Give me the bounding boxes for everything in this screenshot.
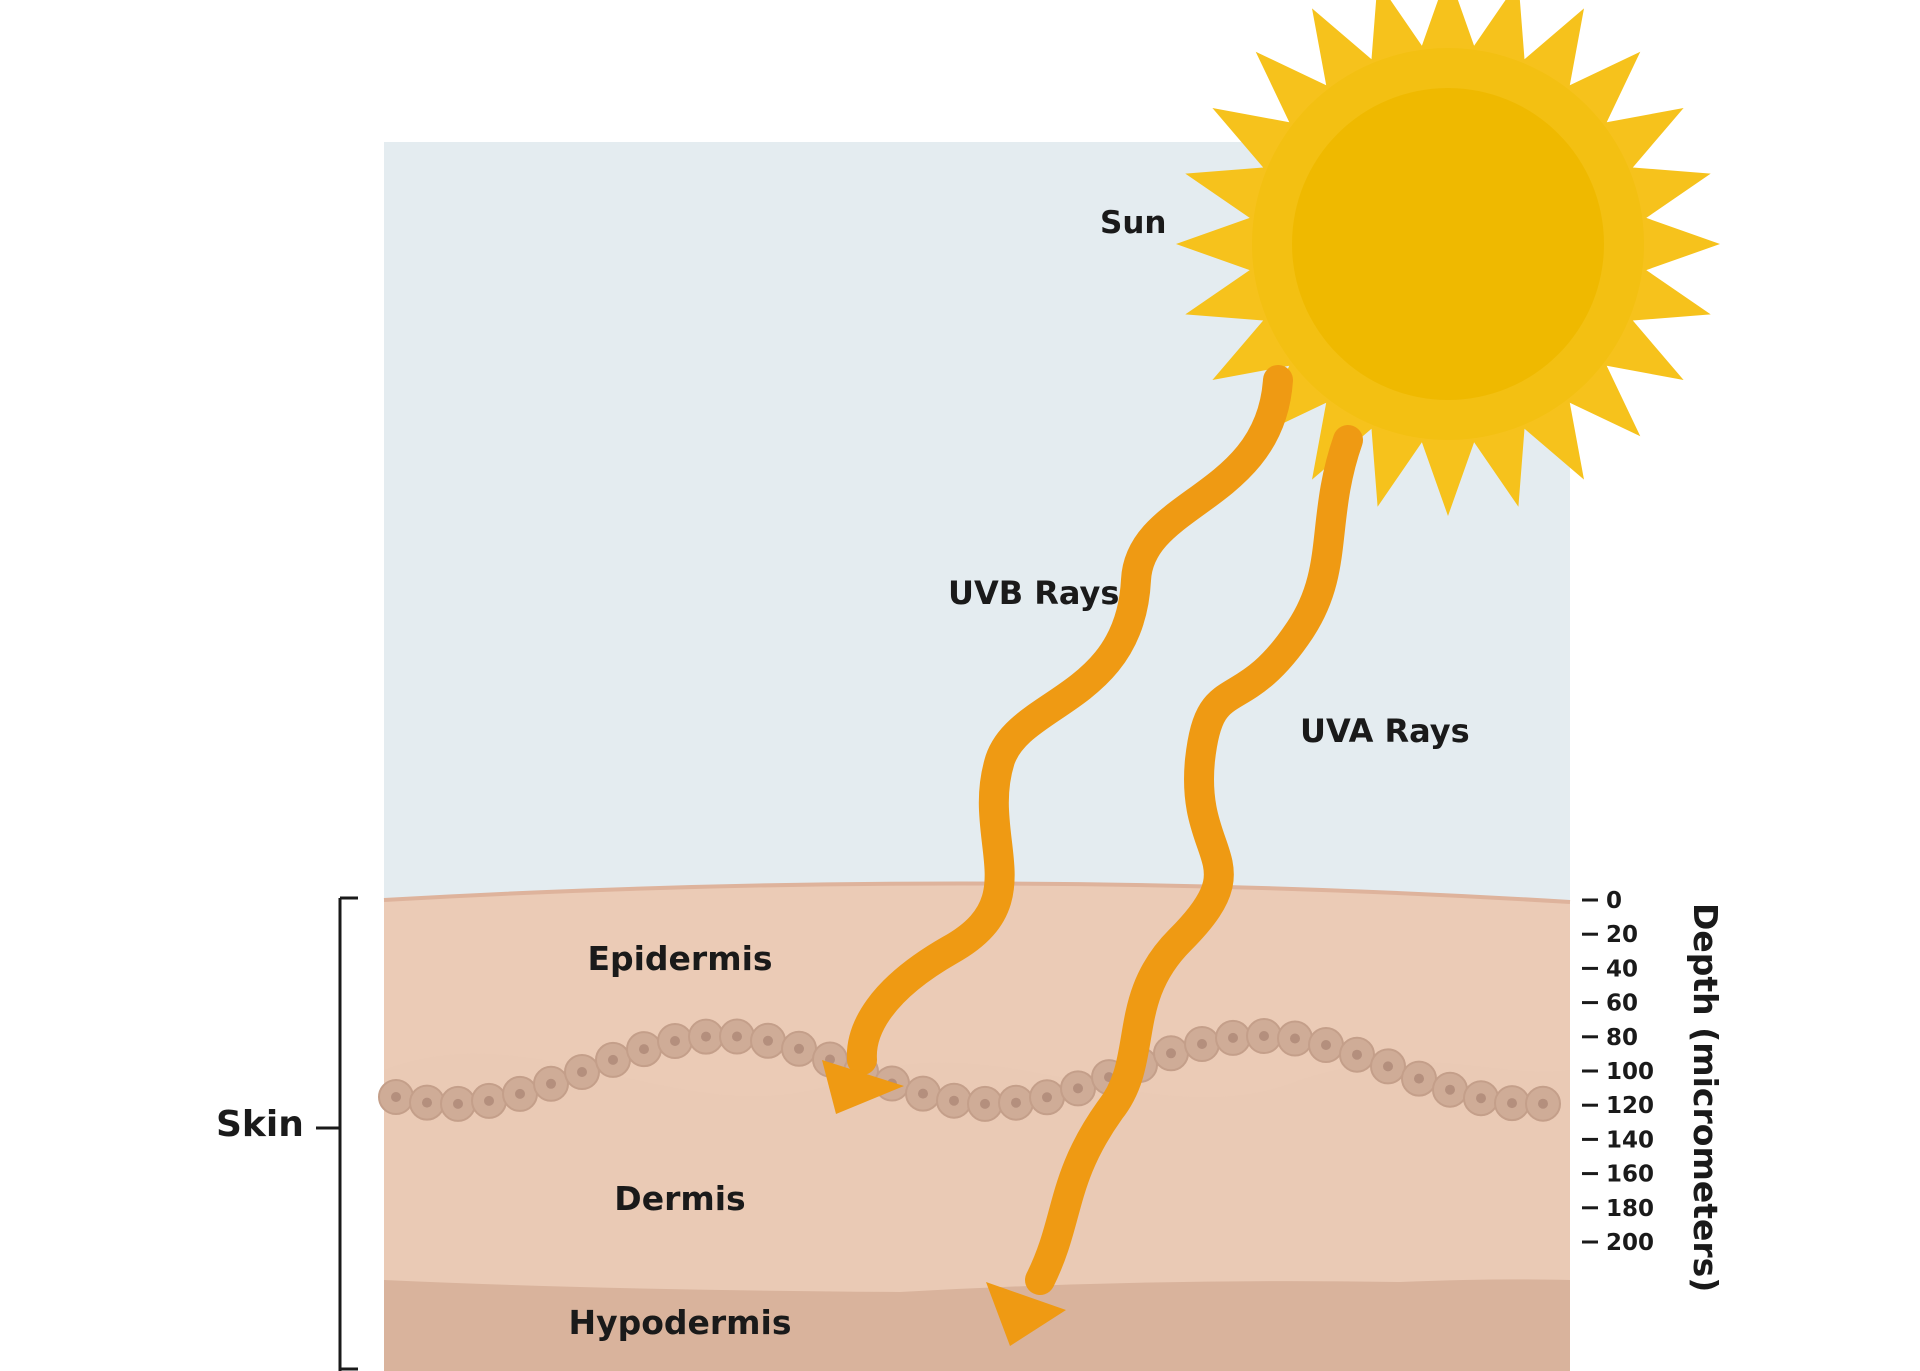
cell-nucleus bbox=[639, 1044, 649, 1055]
cell-nucleus bbox=[949, 1095, 959, 1106]
cell-nucleus bbox=[1321, 1040, 1331, 1050]
cell-nucleus bbox=[422, 1097, 432, 1108]
cell-nucleus bbox=[1414, 1073, 1424, 1084]
depth-tick-label: 160 bbox=[1606, 1162, 1654, 1188]
cell-nucleus bbox=[670, 1036, 680, 1046]
depth-tick-label: 80 bbox=[1606, 1025, 1638, 1051]
hypodermis-label: Hypodermis bbox=[568, 1303, 791, 1342]
depth-scale: 0 20 40 60 80 100 120 140 160 180 200 bbox=[1582, 888, 1654, 1256]
sun-icon bbox=[1176, 0, 1720, 516]
depth-tick-label: 140 bbox=[1606, 1127, 1654, 1153]
cell-nucleus bbox=[918, 1088, 928, 1099]
depth-tick-label: 40 bbox=[1606, 956, 1638, 982]
sun-label: Sun bbox=[1100, 205, 1166, 241]
skin-bracket bbox=[316, 896, 358, 1371]
dermis-layer bbox=[384, 1053, 1570, 1300]
cell-nucleus bbox=[732, 1031, 742, 1042]
cell-nucleus bbox=[1383, 1061, 1393, 1072]
cell-nucleus bbox=[453, 1098, 463, 1109]
dermis-label: Dermis bbox=[614, 1179, 745, 1218]
uva-ray-arrow bbox=[986, 425, 1363, 1346]
cell-nucleus bbox=[484, 1095, 494, 1106]
cell-nucleus bbox=[1476, 1093, 1486, 1104]
cell-nucleus bbox=[1011, 1097, 1021, 1108]
cell-nucleus bbox=[1352, 1049, 1362, 1060]
cell-nucleus bbox=[1507, 1098, 1517, 1109]
cell-nucleus bbox=[391, 1092, 401, 1102]
uva-rays-label: UVA Rays bbox=[1300, 712, 1470, 750]
cell-nucleus bbox=[980, 1098, 990, 1109]
depth-tick-label: 180 bbox=[1606, 1196, 1654, 1222]
cell-nucleus bbox=[1445, 1084, 1455, 1095]
cell-nucleus bbox=[608, 1054, 618, 1065]
depth-tick-label: 100 bbox=[1606, 1059, 1654, 1085]
cell-nucleus bbox=[1197, 1039, 1207, 1049]
cell-nucleus bbox=[794, 1043, 804, 1054]
depth-tick-label: 60 bbox=[1606, 991, 1638, 1017]
cell-nucleus bbox=[763, 1035, 773, 1046]
cell-nucleus bbox=[1166, 1048, 1176, 1059]
uvb-ray-arrow bbox=[822, 365, 1293, 1114]
cell-nucleus bbox=[1259, 1031, 1269, 1041]
cell-nucleus bbox=[577, 1067, 587, 1077]
hypodermis-layer bbox=[384, 1279, 1570, 1371]
cell-nucleus bbox=[1228, 1032, 1238, 1043]
depth-tick-label: 200 bbox=[1606, 1230, 1654, 1256]
cell-nucleus bbox=[546, 1078, 556, 1089]
cell-nucleus bbox=[1042, 1092, 1052, 1103]
skin-label: Skin bbox=[216, 1104, 304, 1145]
uvb-rays-label: UVB Rays bbox=[948, 574, 1119, 612]
depth-tick-label: 120 bbox=[1606, 1093, 1654, 1119]
cell-nucleus bbox=[515, 1088, 525, 1099]
cell-nucleus bbox=[1290, 1033, 1300, 1044]
depth-tick-label: 0 bbox=[1606, 888, 1622, 914]
depth-tick-label: 20 bbox=[1606, 922, 1638, 948]
cell-nucleus bbox=[701, 1031, 711, 1042]
cell-nucleus bbox=[1073, 1083, 1083, 1094]
cell-nucleus bbox=[1538, 1098, 1548, 1109]
depth-axis-label: Depth (micrometers) bbox=[1686, 903, 1725, 1292]
epidermis-label: Epidermis bbox=[587, 939, 772, 978]
skin-surface-line bbox=[383, 881, 1571, 904]
